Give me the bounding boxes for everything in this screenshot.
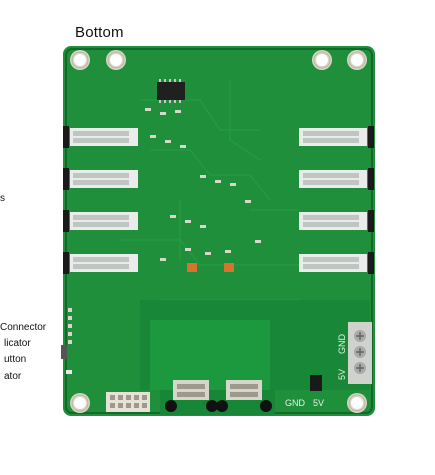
connector-left — [63, 210, 138, 232]
ic-chip — [157, 79, 185, 103]
connector-right — [299, 126, 374, 148]
bottom-connectors — [160, 380, 275, 415]
mounting-holes — [70, 50, 367, 413]
left-label-5: ator — [4, 371, 22, 382]
left-label-3: licator — [4, 338, 31, 349]
connector-left — [63, 168, 138, 190]
silkscreen-5v-right: 5V — [337, 369, 347, 380]
smd-components — [145, 108, 261, 261]
orange-component — [187, 263, 197, 272]
connector-left — [63, 252, 138, 274]
page-title: Bottom — [75, 24, 124, 41]
power-terminal — [348, 322, 372, 384]
mounting-hole — [106, 50, 126, 70]
left-label-4: utton — [4, 354, 27, 365]
bottom-pin-header — [106, 392, 150, 412]
left-label-1: s — [0, 193, 5, 204]
mounting-hole — [347, 50, 367, 70]
connector-left — [63, 126, 138, 148]
right-connectors — [299, 126, 374, 274]
connector-right — [299, 210, 374, 232]
small-header-left — [68, 308, 72, 344]
side-button — [61, 345, 67, 359]
power-wire-connector — [310, 375, 322, 391]
pcb-lower-panel — [150, 320, 270, 390]
mounting-hole — [347, 393, 367, 413]
side-led — [66, 370, 72, 374]
connector-right — [299, 252, 374, 274]
silkscreen-gnd-right: GND — [337, 334, 347, 355]
left-connectors — [63, 126, 138, 274]
mounting-hole — [70, 50, 90, 70]
silkscreen-gnd-bottom: GND — [285, 398, 306, 408]
orange-component — [224, 263, 234, 272]
silkscreen-5v-bottom: 5V — [313, 398, 324, 408]
connector-right — [299, 168, 374, 190]
mounting-hole — [312, 50, 332, 70]
left-label-2: Connector — [0, 322, 47, 333]
mounting-hole — [70, 393, 90, 413]
